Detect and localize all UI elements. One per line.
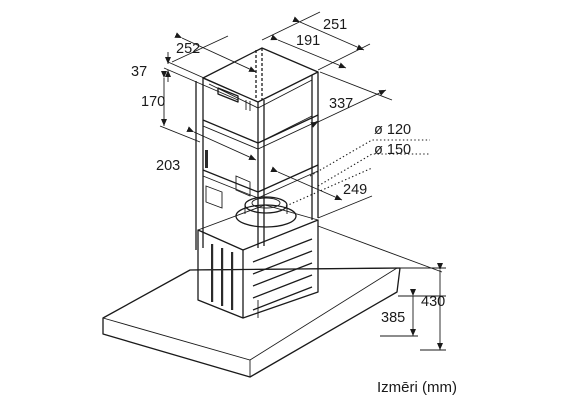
dim-duct-large: ø 150 [374, 142, 411, 158]
duct-collar [235, 196, 297, 228]
dim-lower-left: 203 [156, 158, 180, 174]
caption-units: Izmēri (mm) [377, 379, 457, 396]
chimney-lower-body [197, 204, 319, 319]
dimension-lines [159, 11, 446, 351]
hood-canopy [102, 267, 401, 378]
support-frame [195, 47, 319, 250]
dim-right-depth: 337 [329, 96, 353, 112]
dim-upper-height: 170 [141, 94, 165, 110]
dim-top-depth: 251 [323, 17, 347, 33]
dim-top-width: 252 [176, 41, 200, 57]
dim-duct-small: ø 120 [374, 122, 411, 138]
dim-top-offset: 37 [131, 64, 147, 80]
dim-hood-height: 385 [381, 310, 405, 326]
dim-inner-width: 191 [296, 33, 320, 49]
dim-total-height: 430 [421, 294, 445, 310]
dim-lower-right: 249 [343, 182, 367, 198]
